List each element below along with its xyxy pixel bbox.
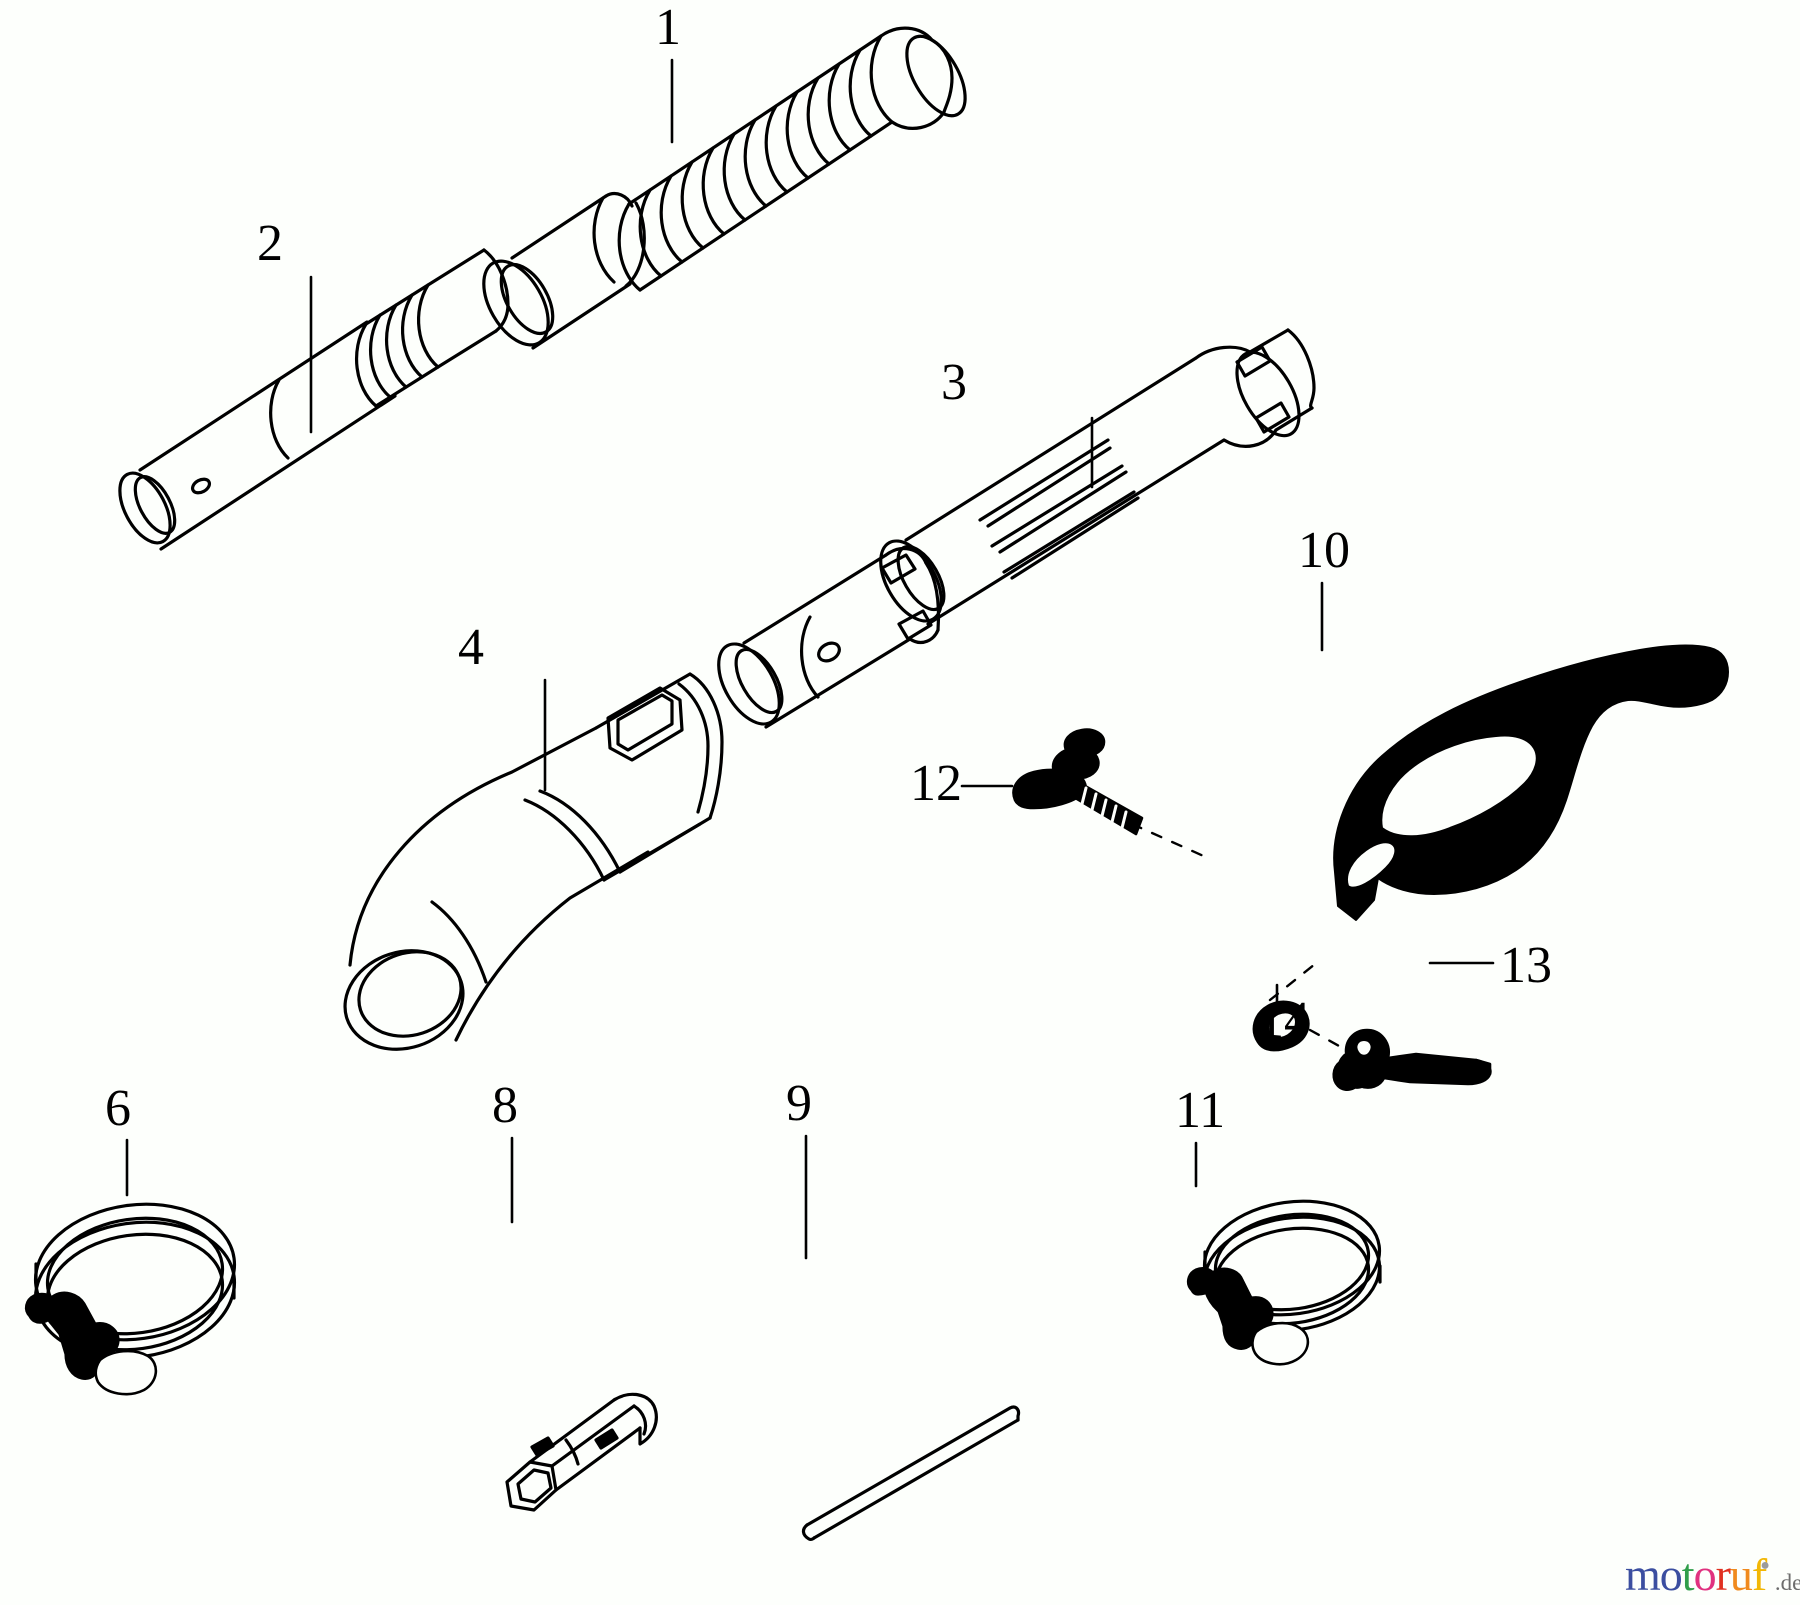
callout-1: 1 — [655, 0, 681, 56]
callout-10: 10 — [1298, 522, 1350, 579]
part-8-spark-plug-socket-wrench — [505, 1392, 658, 1512]
part-9-tommy-bar-rod — [801, 1405, 1021, 1542]
part-11-small-hose-clamp — [1186, 1199, 1382, 1366]
callout-11: 11 — [1175, 1082, 1226, 1139]
callout-12: 12 — [910, 755, 962, 812]
part-3-slotted-blower-tube — [879, 328, 1316, 626]
logo-letter-f: f — [1751, 1549, 1767, 1600]
logo-dot-accent: ● — [1760, 1557, 1770, 1574]
callout-2: 2 — [257, 215, 283, 272]
middle-connector-tube — [717, 546, 941, 729]
callout-3: 3 — [941, 354, 967, 411]
logo-letter-m: m — [1625, 1549, 1661, 1600]
motoruf-logo: motoruf●.de — [1625, 1548, 1800, 1601]
logo-letter-r: r — [1715, 1549, 1731, 1600]
callout-6: 6 — [105, 1080, 131, 1137]
part-6-large-hose-clamp — [24, 1202, 237, 1396]
logo-letter-o1: o — [1659, 1549, 1683, 1600]
part-12-screw-with-wing-nut — [1012, 728, 1144, 836]
part-13-lever-latch — [1332, 1028, 1492, 1092]
assembly-dashed-links — [1130, 822, 1352, 1054]
logo-letter-o2: o — [1693, 1549, 1717, 1600]
logo-suffix-de: .de — [1774, 1570, 1800, 1595]
part-1-flexible-corrugated-hose — [482, 26, 967, 350]
callout-13: 13 — [1500, 937, 1552, 994]
leader-lines — [125, 58, 1495, 1260]
callout-9: 9 — [786, 1075, 812, 1132]
logo-letter-u: u — [1729, 1549, 1753, 1600]
part-14-washer-nut — [1252, 1000, 1310, 1052]
part-10-black-handle-grip — [1333, 644, 1729, 921]
part-4-curved-elbow-tube — [343, 672, 724, 1051]
callout-14: 14 — [1258, 992, 1310, 1049]
callout-8: 8 — [492, 1077, 518, 1134]
logo-letter-t: t — [1681, 1549, 1695, 1600]
callout-4: 4 — [458, 619, 484, 676]
part-2-tapered-ribbed-tube — [118, 248, 510, 551]
